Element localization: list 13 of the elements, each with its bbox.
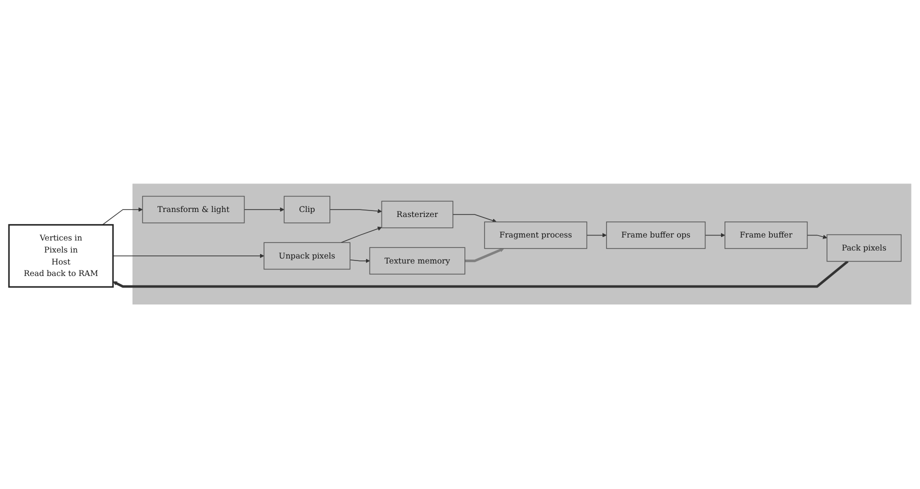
arrow — [806, 235, 828, 240]
arrow — [464, 248, 504, 262]
arrow — [704, 233, 726, 238]
arrow — [112, 260, 849, 288]
cluster — [132, 184, 912, 305]
arrow — [340, 227, 382, 244]
arrow — [112, 254, 264, 258]
arrow — [350, 259, 370, 264]
arrow — [330, 209, 382, 214]
arrow — [452, 214, 497, 224]
arrow — [244, 208, 284, 212]
arrow — [586, 233, 607, 238]
arrow — [102, 208, 143, 226]
